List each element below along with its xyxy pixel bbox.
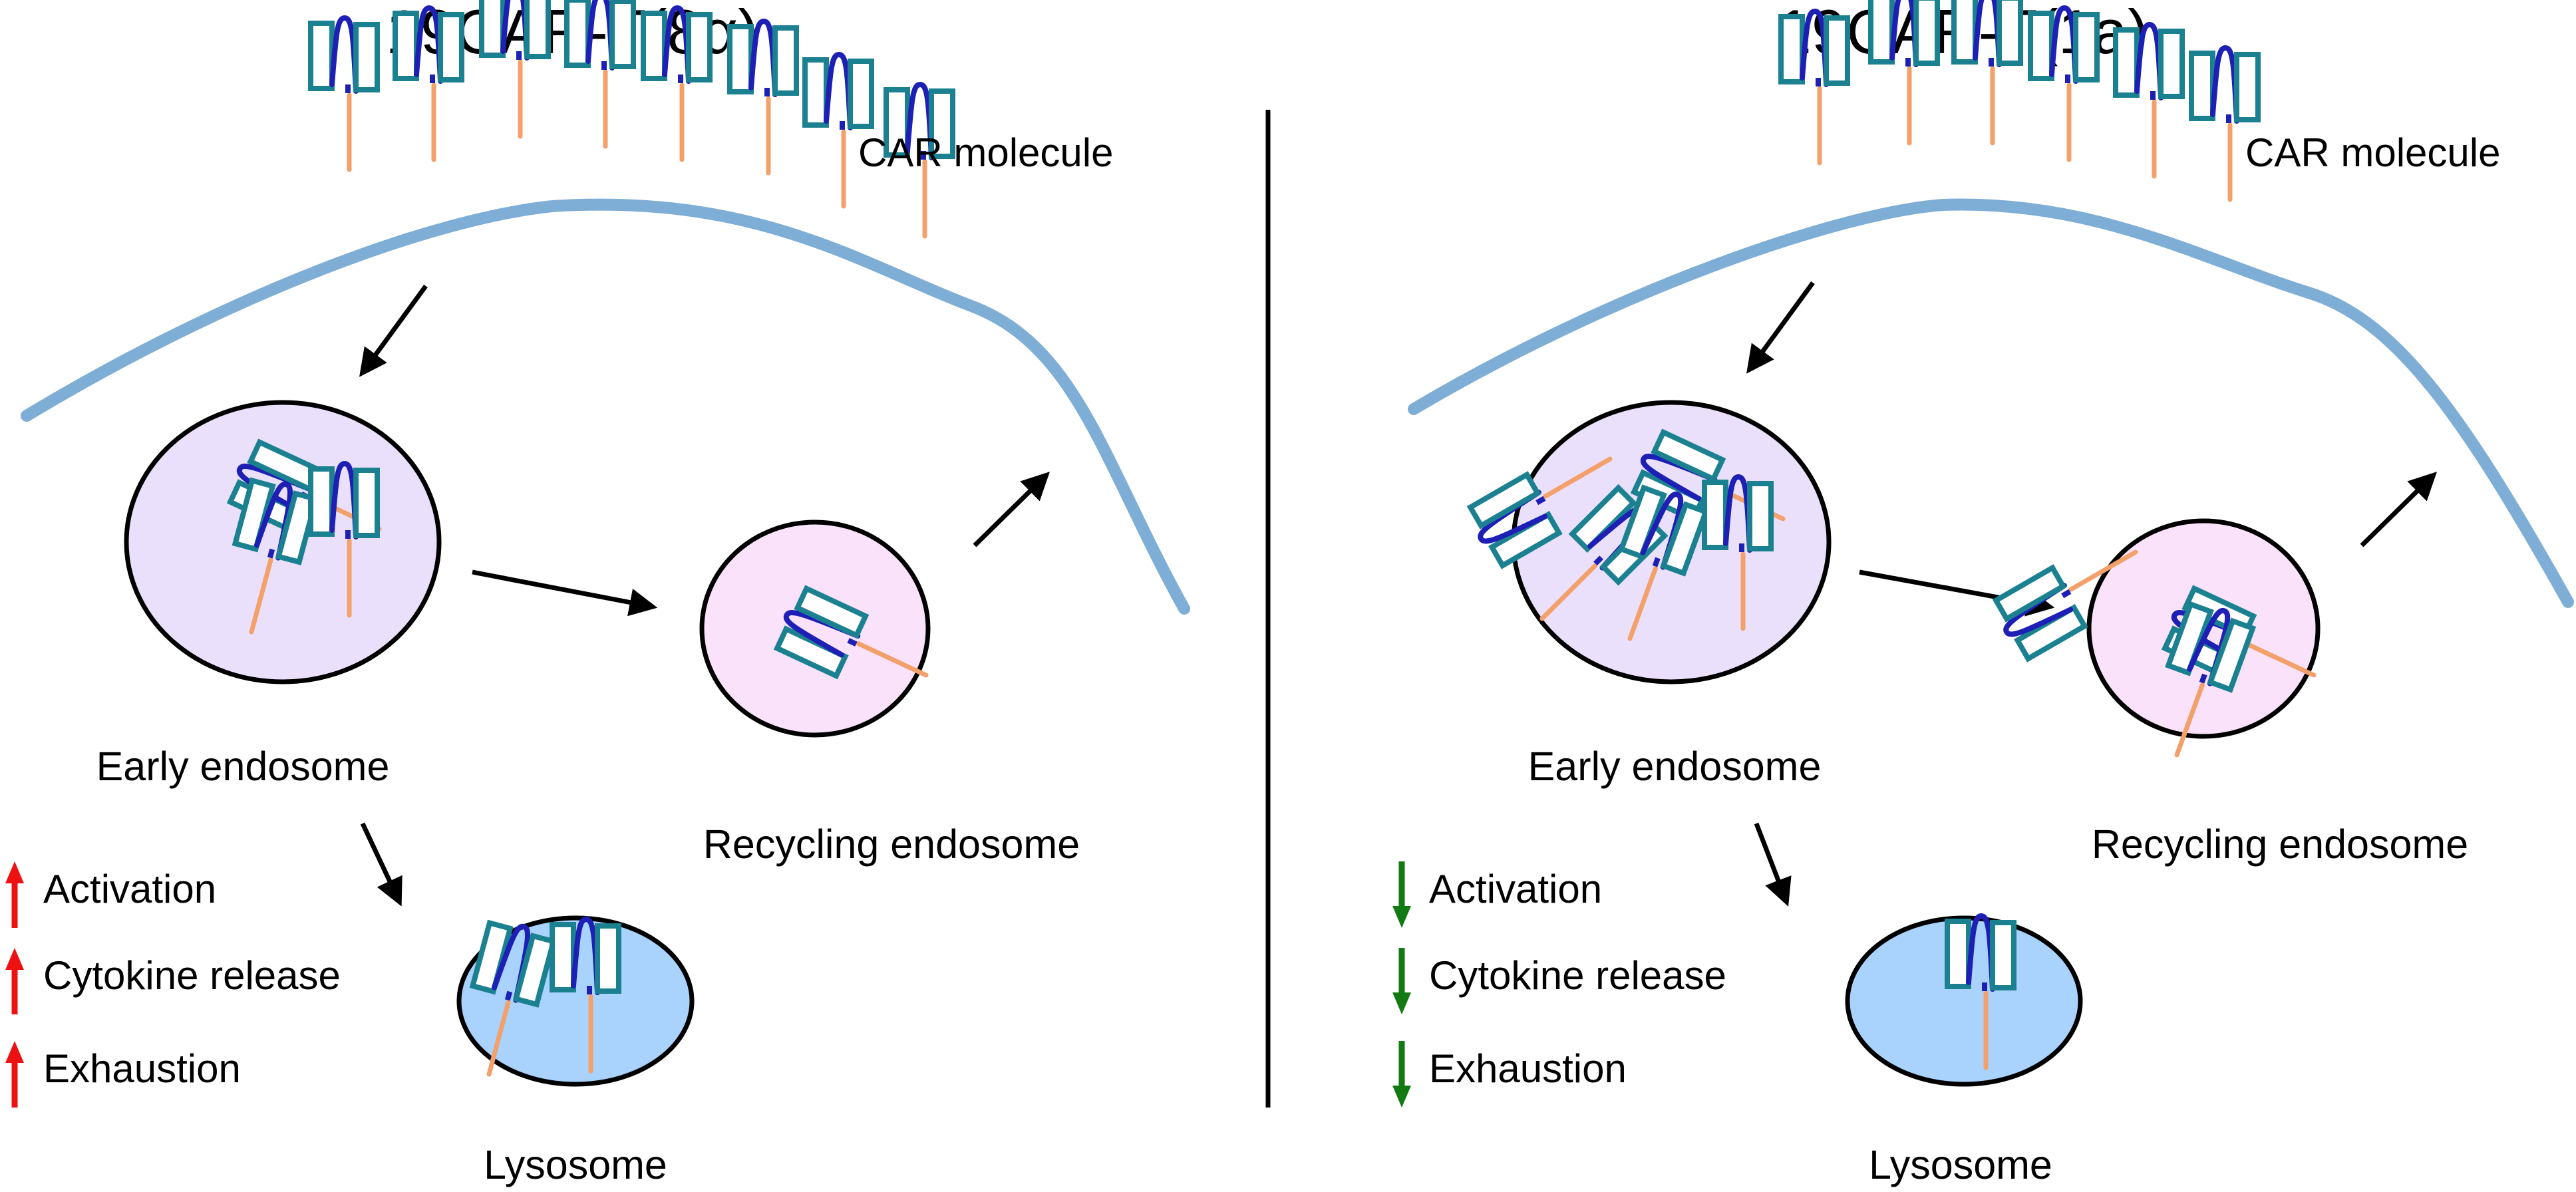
effect-cytokine-release: Cytokine release bbox=[1429, 953, 1726, 998]
car-molecule-label: CAR molecule bbox=[2245, 130, 2500, 175]
exocytosis-arrow bbox=[973, 472, 1050, 547]
car-molecule-icon bbox=[1778, 8, 1850, 166]
car-molecule-icon bbox=[1702, 474, 1774, 631]
decrease-arrow-icon bbox=[1392, 861, 1411, 928]
increase-arrow-icon bbox=[5, 861, 24, 928]
car-molecule-icon bbox=[1466, 456, 1613, 569]
panel-1a: 19CAR-T(1a) CAR molecule Early endosome … bbox=[1392, 0, 2574, 1187]
car-molecule-icon bbox=[479, 0, 551, 139]
decrease-arrow-icon bbox=[1392, 948, 1411, 1014]
car-molecule-icon bbox=[884, 81, 955, 239]
car-molecule-icon bbox=[393, 5, 464, 162]
car-molecule-icon bbox=[1868, 0, 1940, 146]
car-molecule-icon bbox=[308, 15, 380, 172]
endocytosis-arrow bbox=[359, 284, 428, 377]
effects-list: Activation Cytokine release Exhaustion bbox=[1392, 861, 1726, 1108]
car-molecule-icon bbox=[2028, 5, 2100, 162]
exocytosis-arrow bbox=[2360, 472, 2437, 547]
lysosome-label: Lysosome bbox=[484, 1142, 667, 1187]
car-molecule-icon bbox=[564, 0, 636, 149]
cell-membrane bbox=[21, 198, 1190, 615]
car-molecule-icon bbox=[469, 919, 557, 1077]
recycling-arrow bbox=[472, 569, 658, 617]
degradation-arrow bbox=[360, 822, 402, 907]
effect-activation: Activation bbox=[43, 867, 216, 911]
car-molecule-icon bbox=[232, 477, 319, 635]
lysosome bbox=[1845, 915, 2083, 1087]
car-molecule-icon bbox=[2113, 21, 2185, 179]
car-molecule-label: CAR molecule bbox=[858, 130, 1113, 175]
car-molecule-icon bbox=[727, 18, 799, 176]
car-molecule-icon bbox=[1945, 913, 2016, 1070]
surface-car-group bbox=[308, 0, 955, 239]
car-molecule-icon bbox=[1618, 484, 1710, 641]
effects-list: Activation Cytokine release Exhaustion bbox=[5, 861, 341, 1108]
car-molecule-icon bbox=[550, 916, 621, 1074]
effect-exhaustion: Exhaustion bbox=[1429, 1046, 1627, 1091]
decrease-arrow-icon bbox=[1392, 1041, 1411, 1108]
cell-membrane bbox=[1408, 198, 2574, 608]
surface-car-group bbox=[1778, 0, 2261, 202]
panel-8alpha: 19CAR-T(8α) CAR molecule Early endosome … bbox=[5, 0, 1190, 1187]
car-molecule-icon bbox=[1992, 549, 2138, 663]
car-molecule-icon bbox=[641, 5, 713, 162]
car-molecule-icon bbox=[2165, 601, 2257, 758]
car-molecule-icon bbox=[802, 51, 874, 209]
effect-cytokine-release: Cytokine release bbox=[43, 953, 341, 998]
endocytosis-arrow bbox=[1746, 281, 1815, 374]
car-molecule-icon bbox=[773, 585, 929, 680]
effect-exhaustion: Exhaustion bbox=[43, 1046, 241, 1091]
recycling-endosome-label: Recycling endosome bbox=[2092, 821, 2468, 867]
recycling-endosome-label: Recycling endosome bbox=[703, 821, 1080, 867]
recycling-endosome bbox=[699, 520, 931, 738]
increase-arrow-icon bbox=[5, 948, 24, 1014]
car-molecule-icon bbox=[1951, 0, 2023, 146]
car-molecule-icon bbox=[2189, 45, 2261, 202]
early-endosome-label: Early endosome bbox=[96, 744, 390, 789]
effect-activation: Activation bbox=[1429, 867, 1602, 911]
lysosome bbox=[456, 915, 695, 1087]
increase-arrow-icon bbox=[5, 1041, 24, 1108]
lysosome-label: Lysosome bbox=[1869, 1142, 2052, 1187]
car-molecule-icon bbox=[308, 460, 380, 618]
early-endosome-label: Early endosome bbox=[1528, 744, 1822, 789]
degradation-arrow bbox=[1754, 822, 1792, 907]
